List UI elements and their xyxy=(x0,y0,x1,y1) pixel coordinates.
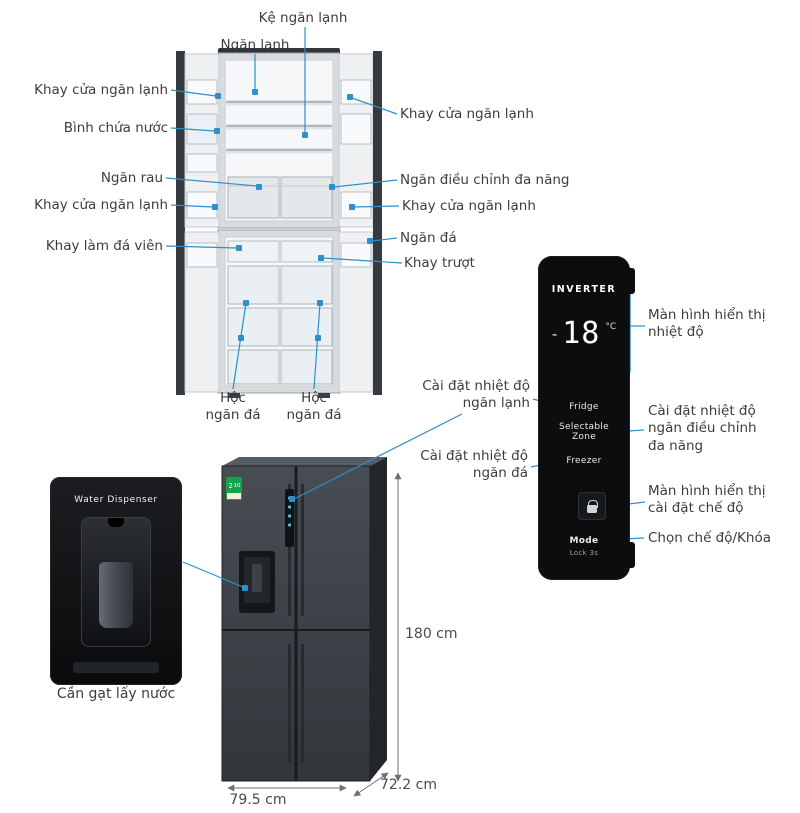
lock-hint: Lock 3s xyxy=(569,549,599,557)
freezer-button: Freezer xyxy=(566,456,602,466)
callout-set-freezer: Cài đặt nhiệt độ ngăn đá xyxy=(420,448,528,482)
energy-label: 2 10 xyxy=(226,477,242,500)
freezer-bin-left xyxy=(227,307,280,347)
label-vegetable-drawer: Ngăn rau xyxy=(100,170,163,186)
callout-mode-lock: Chọn chế độ/Khóa xyxy=(648,530,771,546)
label-sliding-tray: Khay trượt xyxy=(404,255,475,271)
dispenser-spout xyxy=(108,518,124,527)
label-door-tray-top-right: Khay cửa ngăn lạnh xyxy=(400,106,534,122)
open-fridge-illustration xyxy=(176,48,382,398)
callout-set-multi-zone: Cài đặt nhiệt độ ngăn điều chỉnh đa năng xyxy=(648,403,757,454)
fridge-button: Fridge xyxy=(569,402,599,412)
fridge-control-panel xyxy=(285,489,294,547)
dimension-width: 79.5 cm xyxy=(229,792,287,808)
door-tray-top-right xyxy=(340,79,372,105)
dispenser-recess xyxy=(81,517,151,647)
dimension-depth: 72.2 cm xyxy=(380,777,437,793)
mode-display xyxy=(578,492,606,520)
dispenser-caption: Cần gạt lấy nước xyxy=(56,686,176,702)
temp-unit: °C xyxy=(605,322,617,332)
sliding-tray xyxy=(280,240,333,263)
panel-mount-tab-bottom xyxy=(625,542,635,568)
label-freezer-compartment: Ngăn đá xyxy=(400,230,457,246)
water-dispenser-detail: Water Dispenser xyxy=(50,477,182,685)
label-ice-cube-tray: Khay làm đá viên xyxy=(45,238,163,254)
vegetable-drawer xyxy=(227,176,280,219)
dimension-lines xyxy=(227,472,402,797)
energy-label-number: 2 xyxy=(229,482,233,490)
label-multi-zone: Ngăn điều chỉnh đa năng xyxy=(400,172,570,188)
multi-zone-drawer xyxy=(280,176,333,219)
energy-label-number: 10 xyxy=(234,483,241,489)
water-dispenser-title: Water Dispenser xyxy=(74,495,158,505)
depth-arrow xyxy=(353,772,389,797)
freezer-bin-right xyxy=(280,307,333,347)
mode-button: Mode xyxy=(569,536,599,546)
label-door-tray-bottom-left: Khay cửa ngăn lạnh xyxy=(34,197,168,213)
label-freezer-bin-right: Hộc ngăn đá xyxy=(286,390,342,424)
label-door-tray-top-left: Khay cửa ngăn lạnh xyxy=(34,82,168,98)
control-panel-detail: INVERTER - 18 °C Fridge Selectable Zone … xyxy=(538,256,635,580)
door-tray-top-left xyxy=(186,79,218,105)
selectable-zone-button: Selectable Zone xyxy=(558,422,610,442)
temp-sign: - xyxy=(551,325,558,343)
callout-mode-display: Màn hình hiển thị cài đặt chế độ xyxy=(648,483,766,517)
callout-set-fridge: Cài đặt nhiệt độ ngăn lạnh xyxy=(422,378,530,412)
ice-cube-tray xyxy=(227,240,280,263)
closed-fridge-illustration: 2 10 xyxy=(221,457,387,782)
label-door-tray-bottom-right: Khay cửa ngăn lạnh xyxy=(402,198,536,214)
label-water-tank: Bình chứa nước xyxy=(63,120,168,136)
panel-mount-tab-top xyxy=(625,268,635,294)
inverter-logo: INVERTER xyxy=(551,284,617,295)
label-fridge-shelf: Kệ ngăn lạnh xyxy=(258,10,348,26)
dispenser-drip-tray xyxy=(73,662,159,673)
dimension-height: 180 cm xyxy=(405,626,458,642)
temp-value: 18 xyxy=(562,316,601,351)
door-tray-bottom-right xyxy=(340,191,372,219)
callout-temp-display: Màn hình hiển thị nhiệt độ xyxy=(648,307,766,341)
dispenser-lever xyxy=(99,562,133,628)
lock-icon xyxy=(587,499,598,513)
label-fridge-compartment: Ngăn lạnh xyxy=(220,37,290,53)
label-freezer-bin-left: Hộc ngăn đá xyxy=(205,390,261,424)
temperature-display: - 18 °C xyxy=(538,316,630,351)
